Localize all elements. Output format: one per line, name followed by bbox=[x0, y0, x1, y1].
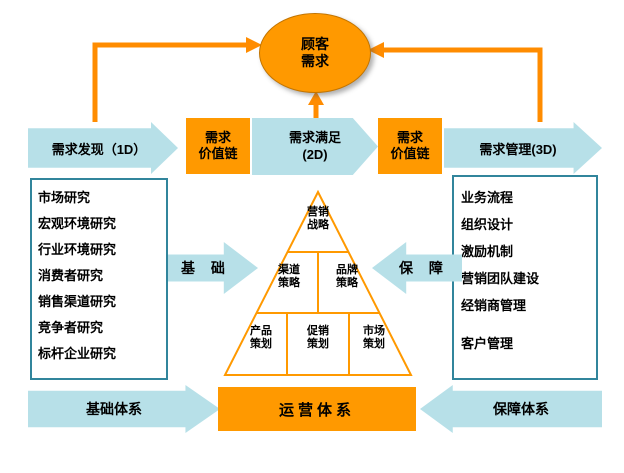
guarantee-system-label: 保障体系 bbox=[493, 401, 549, 417]
demand-discovery-label: 需求发现（1D） bbox=[51, 141, 147, 157]
operation-system-box: 运营体系 bbox=[218, 387, 416, 431]
pyramid-channel-cell: 渠道 策略 bbox=[263, 264, 315, 290]
pyramid-market-line1: 市场 bbox=[363, 325, 385, 337]
support-item: 业务流程 bbox=[461, 190, 514, 205]
pyramid-promotion-line2: 策划 bbox=[307, 338, 329, 350]
value-chain-1-line2: 价值链 bbox=[198, 146, 238, 161]
research-item: 标杆企业研究 bbox=[38, 346, 117, 361]
up-connector-arrowhead bbox=[308, 91, 324, 105]
value-chain-box-1: 需求 价值链 bbox=[186, 118, 250, 174]
pyramid-brand-cell: 品牌 策略 bbox=[321, 264, 373, 290]
research-list-box: 市场研究 宏观环境研究 行业环境研究 消费者研究 销售渠道研究 竞争者研究 标杆… bbox=[30, 178, 168, 380]
foundation-system-label: 基础体系 bbox=[86, 401, 142, 417]
pyramid-promotion-line1: 促销 bbox=[307, 325, 329, 337]
support-item: 营销团队建设 bbox=[461, 271, 540, 286]
pyramid-strategy-cell: 营销 战略 bbox=[288, 206, 348, 232]
customer-demand-ellipse: 顾客 需求 bbox=[259, 13, 371, 93]
support-item: 经销商管理 bbox=[461, 298, 527, 313]
pyramid-promotion-cell: 促销 策划 bbox=[293, 325, 343, 351]
research-item: 宏观环境研究 bbox=[38, 216, 117, 231]
operation-system-label: 运营体系 bbox=[278, 401, 355, 419]
value-chain-1-line1: 需求 bbox=[204, 129, 231, 145]
customer-demand-line1: 顾客 bbox=[301, 35, 329, 52]
research-item: 消费者研究 bbox=[38, 268, 104, 283]
pyramid-channel-line2: 策略 bbox=[278, 277, 300, 289]
pyramid-brand-line2: 策略 bbox=[336, 277, 358, 289]
demand-management-label: 需求管理(3D) bbox=[479, 141, 557, 157]
support-item: 激励机制 bbox=[461, 244, 514, 259]
support-item: 客户管理 bbox=[461, 336, 514, 351]
demand-satisfaction-line1: 需求满足 bbox=[288, 130, 341, 146]
pyramid-market-line2: 策划 bbox=[363, 338, 385, 350]
demand-satisfaction-chevron: 需求满足 (2D) bbox=[252, 118, 378, 175]
guarantee-arrow-label: 保 障 bbox=[399, 260, 449, 276]
support-list-box: 业务流程 组织设计 激励机制 营销团队建设 经销商管理 客户管理 bbox=[452, 175, 598, 380]
demand-satisfaction-line2: (2D) bbox=[302, 146, 328, 162]
research-item: 竞争者研究 bbox=[38, 320, 104, 335]
value-chain-2-line2: 价值链 bbox=[390, 146, 430, 161]
value-chain-2-line1: 需求 bbox=[396, 129, 423, 145]
foundation-arrow: 基 础 bbox=[168, 242, 258, 294]
research-item: 销售渠道研究 bbox=[38, 294, 117, 309]
pyramid-product-line2: 策划 bbox=[250, 338, 272, 350]
foundation-arrow-label: 基 础 bbox=[181, 260, 231, 276]
value-chain-box-2: 需求 价值链 bbox=[378, 118, 442, 174]
research-item: 市场研究 bbox=[38, 190, 91, 205]
foundation-system-arrow: 基础体系 bbox=[28, 385, 220, 433]
demand-discovery-arrow: 需求发现（1D） bbox=[28, 122, 178, 174]
pyramid-product-cell: 产品 策划 bbox=[236, 325, 286, 351]
guarantee-arrow: 保 障 bbox=[372, 242, 462, 294]
pyramid-strategy-line2: 战略 bbox=[307, 219, 329, 231]
demand-management-arrow: 需求管理(3D) bbox=[444, 122, 602, 174]
research-item: 行业环境研究 bbox=[38, 242, 117, 257]
feedback-connector-left bbox=[92, 42, 246, 122]
pyramid-product-line1: 产品 bbox=[250, 325, 272, 337]
pyramid-market-cell: 市场 策划 bbox=[348, 325, 400, 351]
pyramid-brand-line1: 品牌 bbox=[336, 264, 358, 276]
support-item: 组织设计 bbox=[461, 217, 514, 232]
customer-demand-line2: 需求 bbox=[301, 53, 329, 69]
pyramid-channel-line1: 渠道 bbox=[278, 264, 300, 276]
pyramid-strategy-line1: 营销 bbox=[307, 206, 329, 218]
feedback-connector-right bbox=[384, 47, 543, 122]
guarantee-system-arrow: 保障体系 bbox=[420, 385, 602, 433]
